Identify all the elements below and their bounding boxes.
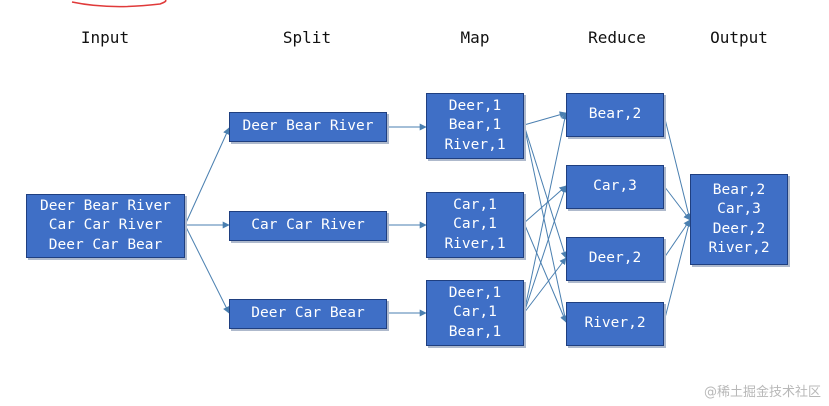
edge-deer-output	[663, 219, 691, 259]
watermark: @稀土掘金技术社区	[703, 385, 821, 400]
edge-input-split3	[184, 224, 230, 314]
map-box-3: Deer,1 Car,1 Bear,1	[426, 280, 524, 346]
header-input: Input	[80, 28, 130, 47]
output-line: Bear,2	[712, 181, 766, 198]
reduce-line: Deer,2	[588, 250, 642, 267]
header-reduce: Reduce	[588, 28, 646, 47]
reduce-box-river: River,2	[566, 302, 664, 346]
reduce-line: River,2	[584, 315, 646, 332]
split-line: Car Car River	[251, 217, 365, 234]
edge-car-output	[663, 185, 691, 221]
edge-map3-deer	[523, 257, 567, 314]
reduce-line: Car,3	[593, 178, 637, 195]
edge-map3-bear	[523, 112, 569, 314]
split-box-1: Deer Bear River	[229, 112, 387, 142]
map-box-2: Car,1 Car,1 River,1	[426, 192, 524, 258]
map-line: River,1	[444, 136, 506, 153]
output-line: River,2	[708, 240, 770, 256]
input-line: Deer Bear River	[40, 197, 171, 214]
edge-map1-bear	[523, 111, 567, 126]
input-box: Deer Bear River Car Car River Deer Car B…	[26, 194, 185, 258]
reduce-box-car: Car,3	[566, 165, 664, 209]
map-line: Car,1	[453, 196, 497, 213]
map-line: Deer,1	[448, 97, 502, 114]
input-line: Deer Car Bear	[48, 236, 163, 253]
output-box: Bear,2 Car,3 Deer,2 River,2	[690, 174, 788, 265]
split-line: Deer Bear River	[242, 118, 374, 135]
output-line: Car,3	[717, 201, 761, 217]
split-box-3: Deer Car Bear	[229, 299, 387, 329]
reduce-box-bear: Bear,2	[566, 93, 664, 137]
reduce-line: Bear,2	[588, 106, 642, 123]
input-line: Car Car River	[48, 217, 163, 234]
map-line: Car,1	[453, 304, 497, 321]
header-output: Output	[710, 28, 768, 47]
reduce-box-deer: Deer,2	[566, 237, 664, 281]
red-annotation-mark	[71, 0, 167, 8]
edge-map2-river	[523, 222, 567, 323]
output-line: Deer,2	[712, 220, 766, 237]
map-line: Bear,1	[448, 323, 502, 340]
edge-map2-car	[523, 185, 567, 224]
map-line: River,1	[444, 235, 506, 252]
header-split: Split	[282, 28, 332, 47]
map-line: Deer,1	[448, 284, 502, 301]
map-line: Car,1	[453, 216, 497, 233]
edge-map3-car	[523, 185, 568, 314]
map-box-1: Deer,1 Bear,1 River,1	[426, 93, 524, 159]
edge-bear-output	[663, 114, 692, 221]
map-line: Bear,1	[448, 117, 502, 134]
edge-river-output	[663, 219, 692, 323]
edge-map1-deer	[523, 124, 568, 259]
edge-input-split1	[184, 127, 230, 226]
split-line: Deer Car Bear	[251, 305, 365, 322]
header-map: Map	[460, 28, 490, 47]
split-box-2: Car Car River	[229, 211, 387, 241]
edge-map1-river	[523, 124, 569, 323]
